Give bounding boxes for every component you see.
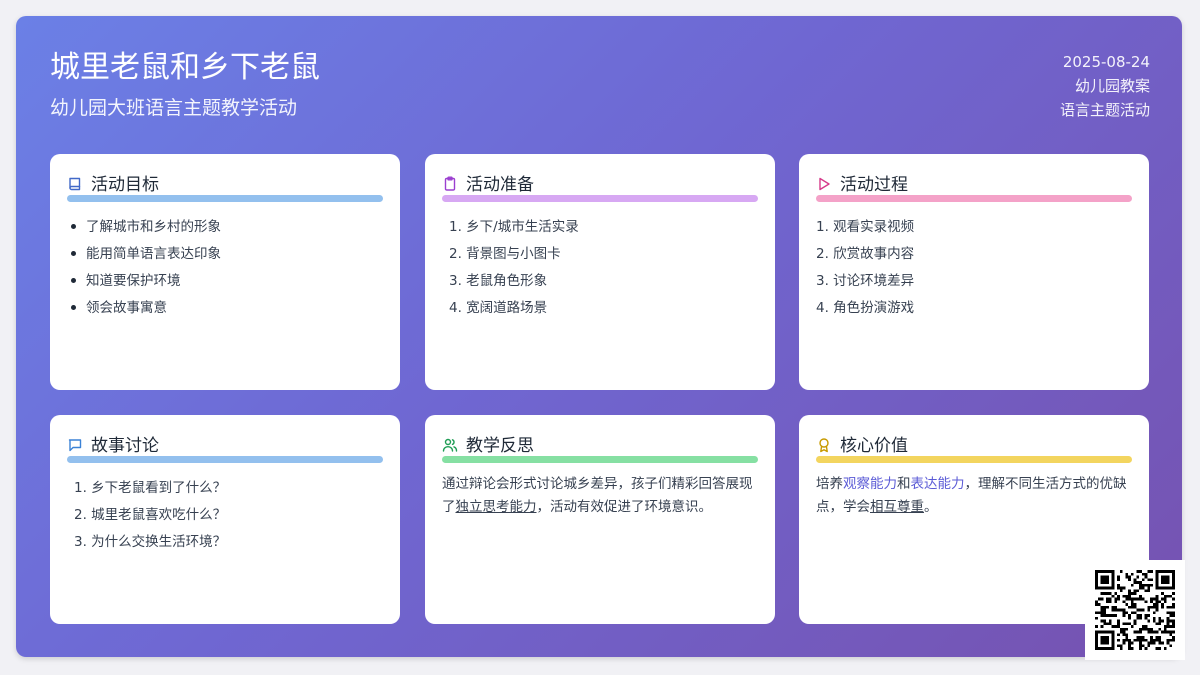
goals-list: 了解城市和乡村的形象 能用简单语言表达印象 知道要保护环境 领会故事寓意 bbox=[67, 214, 383, 322]
list-item: 2. 欣赏故事内容 bbox=[816, 246, 915, 262]
underlined-phrase: 相互尊重 bbox=[870, 499, 924, 515]
list-item: 2. 背景图与小图卡 bbox=[449, 246, 561, 262]
card-header: 活动过程 bbox=[816, 170, 1132, 202]
book-icon bbox=[67, 176, 83, 192]
qr-code-icon[interactable] bbox=[1085, 560, 1185, 660]
page-title: 城里老鼠和乡下老鼠 bbox=[50, 50, 320, 85]
list-item: 了解城市和乡村的形象 bbox=[67, 214, 383, 241]
list-item: 3. 老鼠角色形象 bbox=[449, 273, 548, 289]
list-item: 3. 讨论环境差异 bbox=[816, 273, 915, 289]
title-underline-bar bbox=[67, 456, 383, 463]
list-item: 4. 宽阔道路场景 bbox=[449, 300, 548, 316]
list-item: 知道要保护环境 bbox=[67, 268, 383, 295]
card-title: 活动过程 bbox=[840, 175, 908, 195]
card-title: 活动目标 bbox=[91, 175, 159, 195]
title-underline-bar bbox=[816, 456, 1132, 463]
users-icon bbox=[442, 437, 458, 453]
card-activity-process: 活动过程 1. 观看实录视频 2. 欣赏故事内容 3. 讨论环境差异 4. 角色… bbox=[799, 154, 1149, 390]
category-label: 语言主题活动 bbox=[1059, 101, 1150, 119]
card-header: 活动目标 bbox=[67, 170, 383, 202]
card-title: 故事讨论 bbox=[91, 436, 159, 456]
highlight-phrase: 表达能力 bbox=[910, 476, 965, 492]
doc-type-label: 幼儿园教案 bbox=[1074, 77, 1150, 95]
date-label: 2025-08-24 bbox=[1062, 53, 1150, 71]
list-item: 1. 观看实录视频 bbox=[816, 219, 915, 235]
process-list: 1. 观看实录视频 2. 欣赏故事内容 3. 讨论环境差异 4. 角色扮演游戏 bbox=[816, 214, 1132, 322]
card-title: 核心价值 bbox=[840, 436, 908, 456]
list-item: 4. 角色扮演游戏 bbox=[816, 300, 915, 316]
title-underline-bar bbox=[442, 195, 758, 202]
card-teaching-reflection: 教学反思 通过辩论会形式讨论城乡差异，孩子们精彩回答展现了独立思考能力，活动有效… bbox=[425, 415, 775, 624]
card-activity-prep: 活动准备 1. 乡下/城市生活实录 2. 背景图与小图卡 3. 老鼠角色形象 4… bbox=[425, 154, 775, 390]
list-item: 能用简单语言表达印象 bbox=[67, 241, 383, 268]
list-item: 1. 乡下/城市生活实录 bbox=[449, 219, 579, 235]
title-underline-bar bbox=[67, 195, 383, 202]
chat-icon bbox=[67, 437, 83, 453]
card-header: 活动准备 bbox=[442, 170, 758, 202]
lesson-plan-board: 城里老鼠和乡下老鼠 幼儿园大班语言主题教学活动 2025-08-24 幼儿园教案… bbox=[16, 16, 1182, 657]
award-icon bbox=[816, 437, 832, 453]
card-story-discussion: 故事讨论 1. 乡下老鼠看到了什么？ 2. 城里老鼠喜欢吃什么？ 3. 为什么交… bbox=[50, 415, 400, 624]
card-header: 核心价值 bbox=[816, 431, 1132, 463]
play-icon bbox=[816, 176, 832, 192]
clipboard-icon bbox=[442, 176, 458, 192]
card-header: 教学反思 bbox=[442, 431, 758, 463]
card-title: 活动准备 bbox=[466, 175, 534, 195]
discussion-list: 1. 乡下老鼠看到了什么？ 2. 城里老鼠喜欢吃什么？ 3. 为什么交换生活环境… bbox=[67, 475, 383, 556]
title-underline-bar bbox=[442, 456, 758, 463]
prep-list: 1. 乡下/城市生活实录 2. 背景图与小图卡 3. 老鼠角色形象 4. 宽阔道… bbox=[442, 214, 758, 322]
reflection-text: 通过辩论会形式讨论城乡差异，孩子们精彩回答展现了独立思考能力，活动有效促进了环境… bbox=[442, 476, 753, 515]
card-activity-goals: 活动目标 了解城市和乡村的形象 能用简单语言表达印象 知道要保护环境 领会故事寓… bbox=[50, 154, 400, 390]
highlight-phrase: 观察能力 bbox=[843, 476, 897, 492]
list-item: 2. 城里老鼠喜欢吃什么？ bbox=[74, 507, 227, 523]
card-title: 教学反思 bbox=[466, 436, 534, 456]
card-header: 故事讨论 bbox=[67, 431, 383, 463]
title-underline-bar bbox=[816, 195, 1132, 202]
core-value-text: 培养观察能力和表达能力，理解不同生活方式的优缺点，学会相互尊重。 bbox=[816, 476, 1127, 515]
header-meta: 2025-08-24 幼儿园教案 语言主题活动 bbox=[1060, 50, 1150, 122]
list-item: 3. 为什么交换生活环境？ bbox=[74, 534, 227, 550]
underlined-phrase: 独立思考能力 bbox=[455, 499, 537, 515]
list-item: 1. 乡下老鼠看到了什么？ bbox=[74, 480, 227, 496]
list-item: 领会故事寓意 bbox=[67, 295, 383, 322]
page-subtitle: 幼儿园大班语言主题教学活动 bbox=[50, 97, 298, 119]
